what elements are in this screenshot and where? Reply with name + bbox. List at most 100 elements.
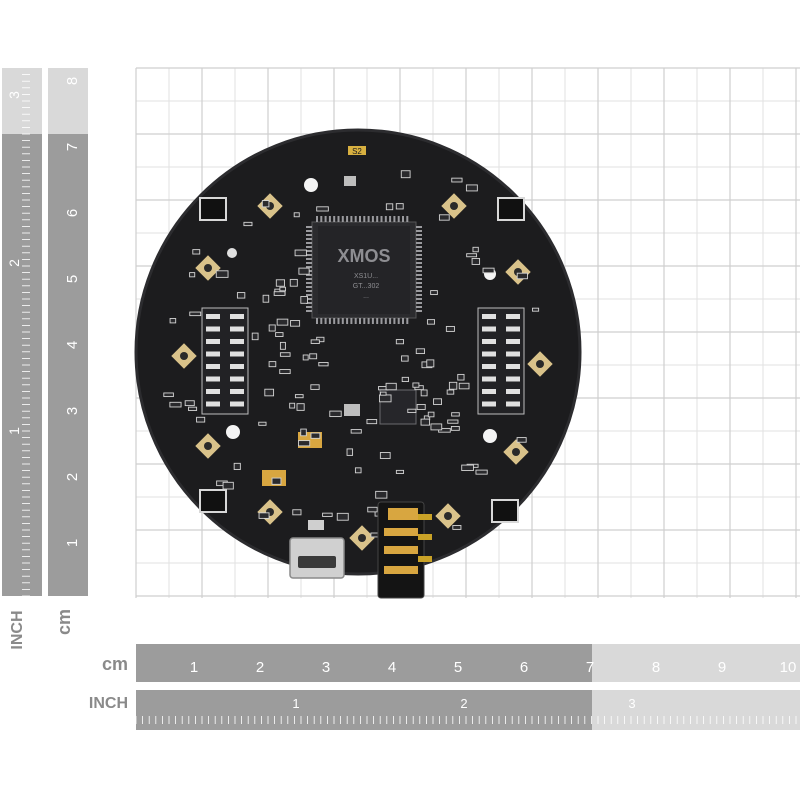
chip-pin [402,318,404,324]
smd-component [184,400,195,407]
mount-hole [227,248,237,258]
chip-pin [306,282,312,284]
smd-component [447,419,459,424]
header-pad [482,314,496,319]
smd-component [289,278,298,287]
ruler-label: 4 [64,341,81,349]
smd-component [268,361,277,368]
chip-pin [363,318,366,324]
smd-component [296,403,305,411]
smd-component [189,311,202,317]
ruler-label: 2 [460,696,467,711]
header-pad [482,376,496,382]
smd-component [420,389,428,397]
header-pad [206,351,220,357]
chip-pin [416,234,422,236]
chip-pin [306,234,312,236]
chip-pin [350,216,353,222]
left-inch-unit: INCH [9,610,26,649]
smd-component [188,406,198,411]
header-pad [206,339,220,344]
smd-component [222,481,234,490]
smd-component [258,512,270,519]
smd-component [289,402,296,409]
ruler-label: 8 [64,77,81,85]
chip-pin [359,318,361,324]
smd-component [298,267,310,275]
chip-pin [416,290,422,292]
chip-pin [306,230,312,232]
mount-hole [483,429,497,443]
chip-line-3: ... [363,293,369,300]
header-pad [482,401,496,407]
chip-pin [333,216,336,222]
chip-pin [306,306,312,308]
microphone [195,255,221,281]
chip-pin [416,258,422,260]
chip-pin [306,250,312,252]
xmos-chip: XMOS XS1U... GT...302 ... [311,221,417,319]
ruler-label: 8 [652,659,660,676]
chip-pin [380,216,383,222]
microphone [441,193,467,219]
right-header [477,307,525,415]
ruler-label: 1 [64,539,81,547]
chip-pin [393,318,396,324]
chip-pin [416,230,422,232]
chip-pin [416,242,422,244]
smd-component [465,184,478,192]
microphone [503,439,529,465]
smd-component [416,403,426,410]
sensor-pad [199,489,227,513]
smd-component [309,353,318,360]
smd-component [445,325,455,332]
ruler-label: 3 [64,407,81,415]
micro-usb-port [289,520,345,579]
ruler-label: 1 [190,659,198,676]
chip-pin [306,242,312,244]
chip-pin [376,318,379,324]
header-pad [230,326,244,332]
smd-component [407,408,417,414]
header-pad [506,314,520,319]
header-pad [230,339,244,344]
smd-component [482,267,495,274]
smd-component [450,425,460,431]
header-pad [230,364,244,369]
smd-component [475,469,488,475]
smd-component [290,320,301,327]
header-pad [506,401,520,407]
header-pad [230,376,244,382]
chip-pin [316,318,318,324]
ruler-label: 2 [6,259,22,267]
smd-component [236,292,246,299]
chip-pin [416,302,422,304]
smd-component [375,490,388,499]
smd-component [395,203,404,210]
chip-pin [346,318,349,324]
smd-component [261,200,270,208]
smd-component [472,246,479,253]
smd-component [279,341,286,350]
chip-pin [397,318,400,324]
header-pad [230,351,244,357]
smd-component [426,319,435,325]
header-pad [206,314,220,319]
chip-pin [354,216,357,222]
header-pad [230,401,244,407]
chip-pin [384,216,387,222]
microphone [171,343,197,369]
chip-pin [371,216,374,222]
chip-pin [416,262,422,264]
chip-pin [376,216,379,222]
ruler-label: 5 [64,275,81,283]
chip-pin [416,226,422,228]
smd-component [310,432,321,439]
smd-component [294,394,304,399]
smd-component [329,410,342,418]
chip-pin [341,318,344,324]
chip-pin [346,216,349,222]
smd-component [466,253,478,258]
